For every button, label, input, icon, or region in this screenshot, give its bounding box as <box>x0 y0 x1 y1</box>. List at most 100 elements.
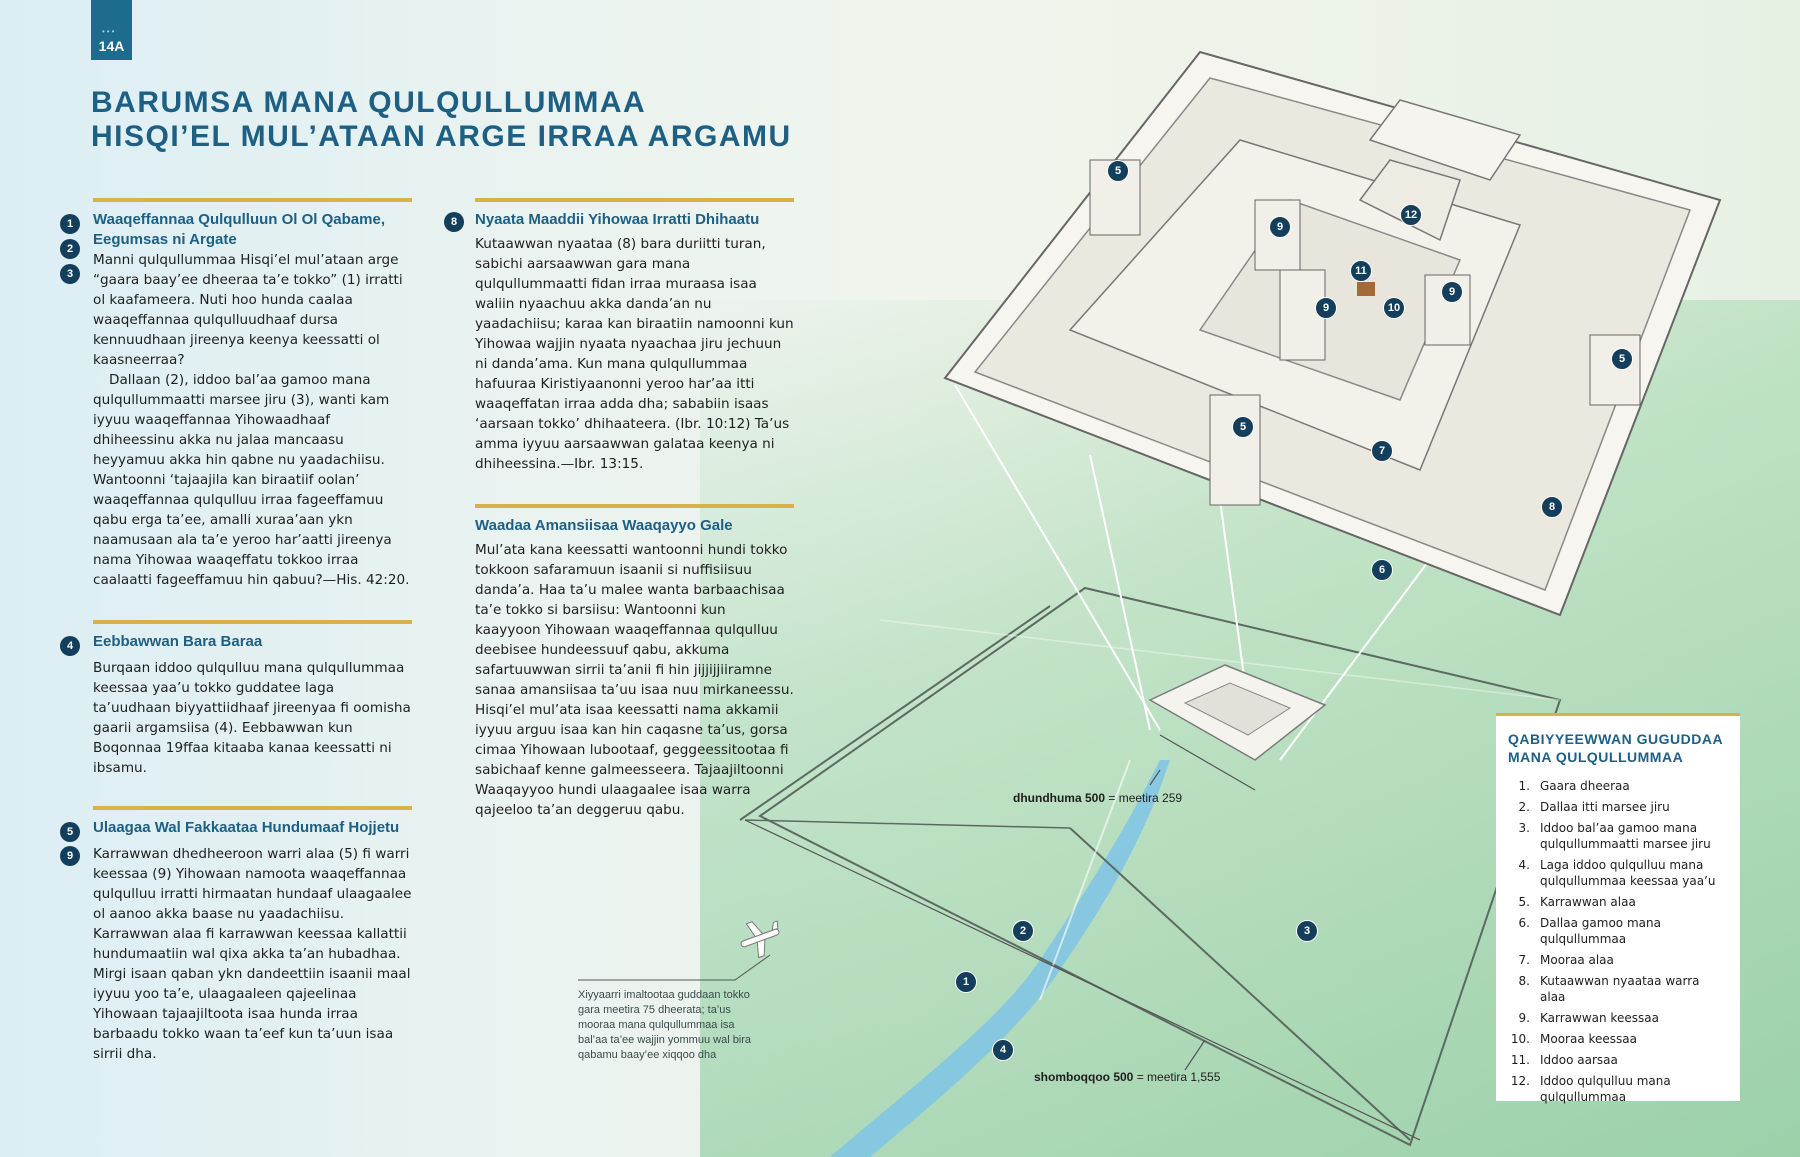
marker-9: 9 <box>1441 281 1463 303</box>
marker-8: 8 <box>1541 496 1563 518</box>
section-promise: Waadaa Amansiisaa Waaqayyo Gale Mul’ata … <box>475 504 794 820</box>
paragraph: Mul’ata kana keessatti wantoonni hundi t… <box>475 542 794 818</box>
legend-item: 9. Karrawwan keessaa <box>1508 1010 1728 1026</box>
tag-dots: ••• <box>102 27 117 36</box>
paragraph: Dallaan (2), iddoo bal’aa gamoo mana qul… <box>93 372 410 588</box>
section-body: Mul’ata kana keessatti wantoonni hundi t… <box>475 540 794 820</box>
title-line-1: BARUMSA MANA QULQULLUMMAA <box>91 86 647 119</box>
section-heading: Waadaa Amansiisaa Waaqayyo Gale <box>475 517 733 534</box>
legend-text: Laga iddoo qulqulluu mana qulqullummaa k… <box>1540 858 1716 888</box>
marker-1: 1 <box>955 971 977 993</box>
length-label-rest: = meetira 1,555 <box>1136 1070 1221 1084</box>
badge-2: 2 <box>60 239 80 259</box>
badge-1: 1 <box>60 214 80 234</box>
marker-6: 6 <box>1371 559 1393 581</box>
legend-number: 5. <box>1518 895 1530 909</box>
legend-number: 6. <box>1518 916 1530 930</box>
legend-number: 7. <box>1518 953 1530 967</box>
legend-item: 6. Dallaa gamoo mana qulqullummaa <box>1508 915 1728 947</box>
legend-title: QABIYYEEWWAN GUGUDDAA MANA QULQULLUMMAA <box>1508 731 1723 765</box>
marker-5: 5 <box>1232 416 1254 438</box>
legend-text: Iddoo bal’aa gamoo mana qulqullummaatti … <box>1540 821 1711 851</box>
length-label: shomboqqoo 500 = meetira 1,555 <box>1034 1070 1220 1084</box>
paragraph: Manni qulqullummaa Hisqi’el mul’ataan ar… <box>93 252 403 368</box>
section-gates: 5 9 Ulaagaa Wal Fakkaataa Hundumaaf Hojj… <box>60 806 412 1064</box>
length-label-bold: shomboqqoo 500 <box>1034 1070 1134 1084</box>
section-blessings: 4 Eebbawwan Bara Baraa Burqaan iddoo qul… <box>60 620 412 778</box>
legend-number: 10. <box>1510 1032 1530 1046</box>
legend-item: 11. Iddoo aarsaa <box>1508 1052 1728 1068</box>
legend-number: 9. <box>1518 1011 1530 1025</box>
airplane-icon <box>740 920 780 959</box>
gold-rule <box>475 198 794 202</box>
legend-number: 4. <box>1518 858 1530 872</box>
section-heading: Waaqeffannaa Qulqulluun Ol Ol Qabame, Ee… <box>93 211 385 248</box>
gold-rule <box>93 620 412 624</box>
legend-number: 12. <box>1510 1074 1530 1088</box>
marker-9: 9 <box>1315 297 1337 319</box>
legend-text: Karrawwan keessaa <box>1540 1011 1659 1025</box>
legend-item: 7.Mooraa alaa <box>1508 952 1728 968</box>
marker-9: 9 <box>1269 216 1291 238</box>
airplane-caption: Xiyyaarri imaltootaa guddaan tokko gara … <box>578 989 752 1061</box>
legend-text: Iddoo qulqulluu mana qulqullummaa <box>1540 1074 1671 1104</box>
legend-text: Dallaa itti marsee jiru <box>1540 800 1670 814</box>
marker-12: 12 <box>1400 204 1422 226</box>
paragraph: Burqaan iddoo qulqulluu mana qulqullumma… <box>93 660 411 776</box>
marker-4: 4 <box>992 1039 1014 1061</box>
section-body: Manni qulqullummaa Hisqi’el mul’ataan ar… <box>93 250 412 590</box>
legend-item: 3. Iddoo bal’aa gamoo mana qulqullummaatt… <box>1508 820 1728 852</box>
gold-rule <box>475 504 794 508</box>
page-title: BARUMSA MANA QULQULLUMMAA HISQI’EL MUL’A… <box>91 86 792 154</box>
legend-item: 8.Kutaawwan nyaataa warra alaa <box>1508 973 1728 1005</box>
width-label-rest: = meetira 259 <box>1108 791 1183 805</box>
section-body: Kutaawwan nyaataa (8) bara duriitti tura… <box>475 234 794 474</box>
section-worship: 1 2 3 Waaqeffannaa Qulqulluun Ol Ol Qaba… <box>60 198 412 590</box>
legend-text: Mooraa keessaa <box>1540 1032 1637 1046</box>
title-line-2: HISQI’EL MUL’ATAAN ARGE IRRAA ARGAMU <box>91 120 792 153</box>
legend-number: 11. <box>1510 1053 1530 1067</box>
section-body: Burqaan iddoo qulqulluu mana qulqullumma… <box>93 658 412 778</box>
marker-3: 3 <box>1296 920 1318 942</box>
column-middle: 8 Nyaata Maaddii Yihowaa Irratti Dhihaat… <box>444 198 794 820</box>
legend-number: 3. <box>1518 821 1530 835</box>
legend-item: 12. Iddoo qulqulluu mana qulqullummaa <box>1508 1073 1728 1105</box>
width-label-bold: dhundhuma 500 <box>1013 791 1106 805</box>
legend-text: Gaara dheeraa <box>1540 779 1630 793</box>
marker-2: 2 <box>1012 920 1034 942</box>
badge-3: 3 <box>60 264 80 284</box>
legend-item: 4. Laga iddoo qulqulluu mana qulqullummaa… <box>1508 857 1728 889</box>
legend-number: 8. <box>1518 974 1530 988</box>
legend-text: Iddoo aarsaa <box>1540 1053 1618 1067</box>
badge-4: 4 <box>60 636 80 656</box>
marker-11: 11 <box>1350 260 1372 282</box>
gold-rule <box>93 198 412 202</box>
legend-number: 1. <box>1518 779 1530 793</box>
section-heading: Eebbawwan Bara Baraa <box>93 633 263 650</box>
legend-box: QABIYYEEWWAN GUGUDDAA MANA QULQULLUMMAA … <box>1496 713 1740 1104</box>
section-dining-rooms: 8 Nyaata Maaddii Yihowaa Irratti Dhihaat… <box>444 198 794 474</box>
gold-rule <box>93 806 412 810</box>
page-number-tag: ••• 14A <box>91 0 132 60</box>
river-shape <box>830 760 1170 1157</box>
marker-5: 5 <box>1107 160 1129 182</box>
legend-item: 10. Mooraa keessaa <box>1508 1031 1728 1047</box>
legend-text: Dallaa gamoo mana qulqullummaa <box>1540 916 1661 946</box>
legend-item: 1. Gaara dheeraa <box>1508 778 1728 794</box>
marker-7: 7 <box>1371 440 1393 462</box>
column-left: 1 2 3 Waaqeffannaa Qulqulluun Ol Ol Qaba… <box>60 198 412 1064</box>
legend-text: Karrawwan alaa <box>1540 895 1636 909</box>
land-outline <box>758 586 1562 1147</box>
legend-list: 1. Gaara dheeraa 2. Dallaa itti marsee jir… <box>1508 778 1728 1105</box>
marker-10: 10 <box>1383 297 1405 319</box>
section-heading: Nyaata Maaddii Yihowaa Irratti Dhihaatu <box>475 211 760 228</box>
legend-item: 5. Karrawwan alaa <box>1508 894 1728 910</box>
section-body: Karrawwan dhedheeroon warri alaa (5) fi … <box>93 844 412 1064</box>
legend-item: 2. Dallaa itti marsee jiru <box>1508 799 1728 815</box>
badge-5: 5 <box>60 822 80 842</box>
legend-number: 2. <box>1518 800 1530 814</box>
paragraph: Karrawwan dhedheeroon warri alaa (5) fi … <box>93 846 412 1062</box>
paragraph: Kutaawwan nyaataa (8) bara duriitti tura… <box>475 236 794 472</box>
badge-9: 9 <box>60 846 80 866</box>
section-heading: Ulaagaa Wal Fakkaataa Hundumaaf Hojjetu <box>93 819 400 836</box>
